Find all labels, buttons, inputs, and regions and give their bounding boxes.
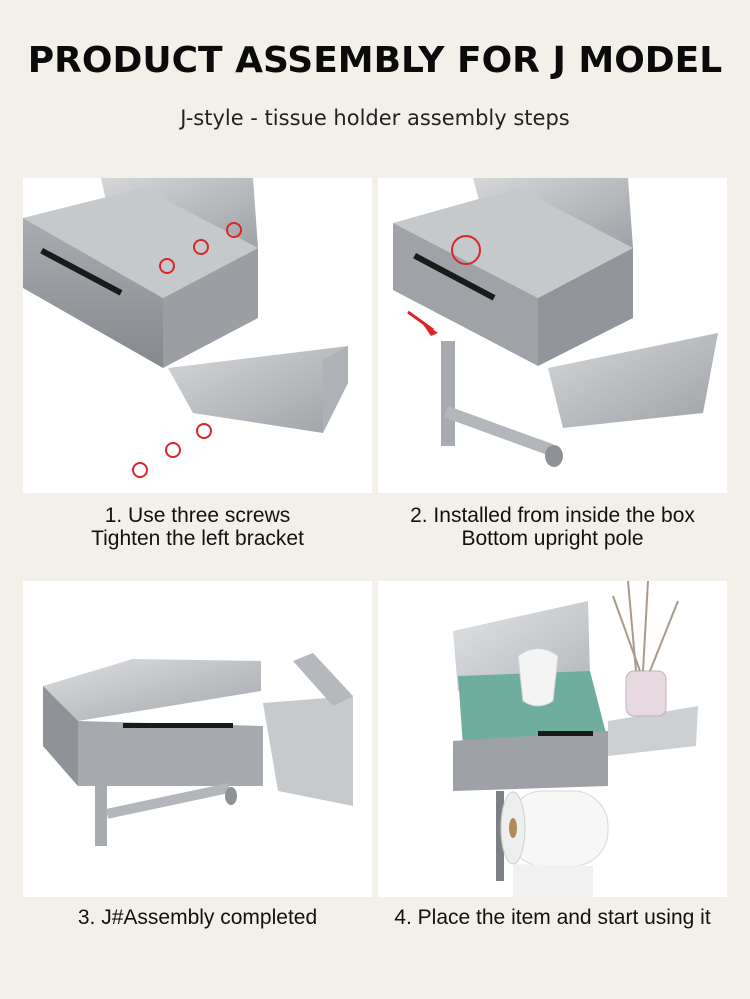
step-3-line-1: 3. J#Assembly completed — [77, 906, 318, 929]
assembled-holder-illustration — [43, 653, 353, 846]
page-subtitle: J-style - tissue holder assembly steps — [180, 106, 570, 130]
holder-in-use-illustration — [453, 581, 698, 897]
step-4-image — [378, 581, 727, 897]
step-4-caption: 4. Place the item and start using it — [378, 906, 727, 929]
step-2-image — [378, 178, 727, 493]
step-2-caption: 2. Installed from inside the box Bottom … — [378, 504, 727, 550]
step-2-line-1: 2. Installed from inside the box — [410, 504, 695, 527]
step-3-image — [23, 581, 372, 897]
step-1-line-2: Tighten the left bracket — [91, 527, 304, 550]
step-4-line-1: 4. Place the item and start using it — [394, 906, 711, 929]
box-with-screws-illustration — [23, 178, 348, 478]
step-2-line-2: Bottom upright pole — [461, 527, 644, 550]
box-with-pole-illustration — [393, 178, 718, 467]
page-title: PRODUCT ASSEMBLY FOR J MODEL — [27, 40, 723, 81]
step-1-caption: 1. Use three screws Tighten the left bra… — [23, 504, 372, 550]
step-1-line-1: 1. Use three screws — [104, 504, 291, 527]
step-1-image — [23, 178, 372, 493]
step-3-caption: 3. J#Assembly completed — [23, 906, 372, 929]
